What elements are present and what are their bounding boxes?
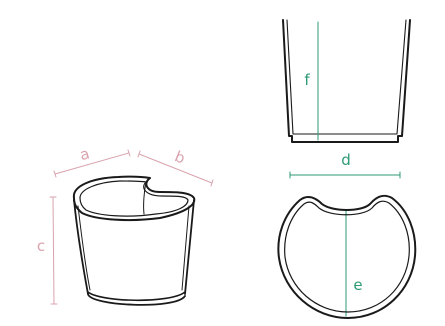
pot-side-left-inner	[77, 205, 91, 291]
dimension-a-label: a	[78, 144, 92, 164]
top-view-outer	[277, 194, 417, 319]
section-outer	[282, 19, 411, 143]
dimension-b-line	[138, 153, 213, 184]
dimension-a-line	[54, 152, 130, 175]
top-view-inner	[284, 200, 410, 313]
pot-rim-inner	[79, 180, 189, 217]
pot-rim-outer	[72, 175, 196, 222]
pot-base-lower	[87, 293, 186, 306]
section-inner	[286, 19, 407, 135]
dimension-f-label: f	[304, 71, 310, 89]
pot-side-section	[282, 19, 411, 143]
dimension-b-label: b	[172, 147, 188, 167]
dimension-lines-pink	[49, 149, 214, 305]
pot-base-upper	[87, 291, 186, 302]
dimension-d-label: d	[341, 151, 351, 169]
dimension-a-tick-right	[127, 149, 131, 157]
dimension-c-line	[52, 196, 55, 305]
dimension-c-label: c	[37, 237, 45, 255]
pot-top-view	[277, 194, 417, 319]
dimension-e-label: e	[353, 276, 362, 294]
dimension-b-tick-left	[137, 150, 141, 158]
dimension-b-tick-right	[210, 179, 214, 187]
pot-side-right-inner	[181, 205, 190, 291]
dimension-a-tick-left	[53, 170, 57, 178]
pot-perspective-view	[72, 175, 196, 306]
pot-inner-seam	[143, 181, 147, 215]
pot-side-right	[184, 199, 195, 295]
pot-side-left	[73, 199, 89, 295]
dimension-lines-green	[289, 21, 401, 317]
